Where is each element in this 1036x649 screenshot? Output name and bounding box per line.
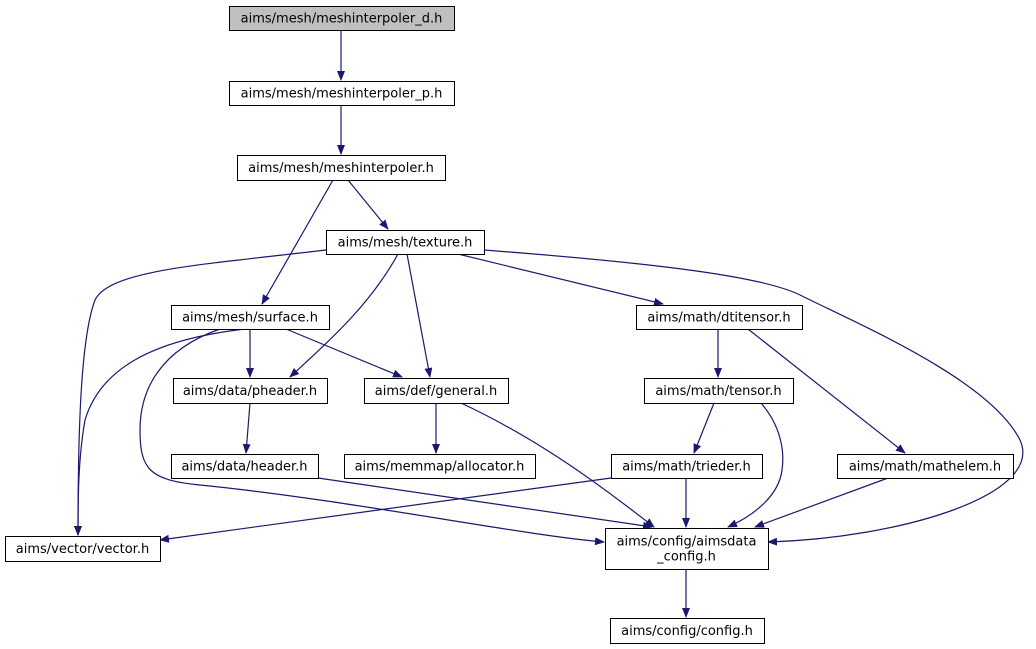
node-trieder[interactable]: aims/math/trieder.h [611,454,763,479]
node-label: aims/math/dtitensor.h [647,311,790,326]
edge-surface-to-general [285,328,403,378]
node-box [173,378,328,404]
edge-texture-to-aimsdata_config [483,249,1024,546]
node-box [237,155,446,181]
node-dtitensor[interactable]: aims/math/dtitensor.h [636,305,803,330]
edge-header-to-aimsdata_config [317,477,653,530]
edge-mathelem-to-aimsdata_config [754,477,889,528]
edge-texture-to-dtitensor [457,253,664,306]
node-mathelem[interactable]: aims/math/mathelem.h [837,454,1014,479]
node-label: aims/mesh/texture.h [338,236,473,251]
node-label: _config.h [656,550,716,565]
node-label: aims/memmap/allocator.h [355,460,525,475]
edge-tensor-to-aimsdata_config [727,402,784,528]
edge-trieder-to-vector [159,477,612,543]
node-box [610,618,765,644]
node-box [636,305,803,330]
node-box [326,230,485,255]
node-label: aims/math/mathelem.h [849,460,1001,475]
node-label: aims/config/aimsdata [617,535,757,550]
node-box [229,81,455,106]
node-box [605,528,769,570]
node-box [5,536,161,562]
edge-meshinterpoler-to-texture [347,179,389,230]
node-meshinterpoler_d: aims/mesh/meshinterpoler_d.h [229,6,455,31]
node-box [171,454,319,479]
node-meshinterpoler_p[interactable]: aims/mesh/meshinterpoler_p.h [229,81,455,106]
node-label: aims/mesh/meshinterpoler_p.h [241,87,443,102]
node-tensor[interactable]: aims/math/tensor.h [644,378,794,404]
node-box [611,454,763,479]
edge-pheader-to-header [242,402,251,454]
node-box [364,378,509,404]
node-label: aims/mesh/meshinterpoler.h [248,161,434,176]
node-label: aims/config/config.h [621,624,753,639]
node-box [171,305,330,330]
node-label: aims/data/pheader.h [183,384,317,399]
node-label: aims/mesh/surface.h [182,311,318,326]
node-texture[interactable]: aims/mesh/texture.h [326,230,485,255]
node-config[interactable]: aims/config/config.h [610,618,765,644]
node-label: aims/vector/vector.h [16,542,149,557]
node-meshinterpoler[interactable]: aims/mesh/meshinterpoler.h [237,155,446,181]
node-label: aims/math/tensor.h [655,384,781,399]
node-label: aims/mesh/meshinterpoler_d.h [241,12,443,27]
edge-surface-to-vector [74,328,246,536]
node-box [644,378,794,404]
node-label: aims/def/general.h [375,384,497,399]
edge-texture-to-pheader [289,253,399,378]
node-aimsdata_config[interactable]: aims/config/aimsdata_config.h [605,528,769,570]
node-vector[interactable]: aims/vector/vector.h [5,536,161,562]
edge-meshinterpoler-to-surface [261,179,334,305]
node-label: aims/data/header.h [181,460,307,475]
node-box [837,454,1014,479]
node-header[interactable]: aims/data/header.h [171,454,319,479]
node-allocator[interactable]: aims/memmap/allocator.h [344,454,536,479]
edge-texture-to-general [406,253,433,378]
edge-surface-to-aimsdata_config [139,328,605,546]
edge-tensor-to-trieder [693,402,715,454]
node-pheader[interactable]: aims/data/pheader.h [173,378,328,404]
node-box [229,6,455,31]
edge-dtitensor-to-mathelem [747,328,906,454]
node-label: aims/math/trieder.h [622,460,751,475]
node-general[interactable]: aims/def/general.h [364,378,509,404]
edge-general-to-aimsdata_config [460,402,655,528]
node-surface[interactable]: aims/mesh/surface.h [171,305,330,330]
node-box [344,454,536,479]
edge-texture-to-vector [74,249,327,536]
